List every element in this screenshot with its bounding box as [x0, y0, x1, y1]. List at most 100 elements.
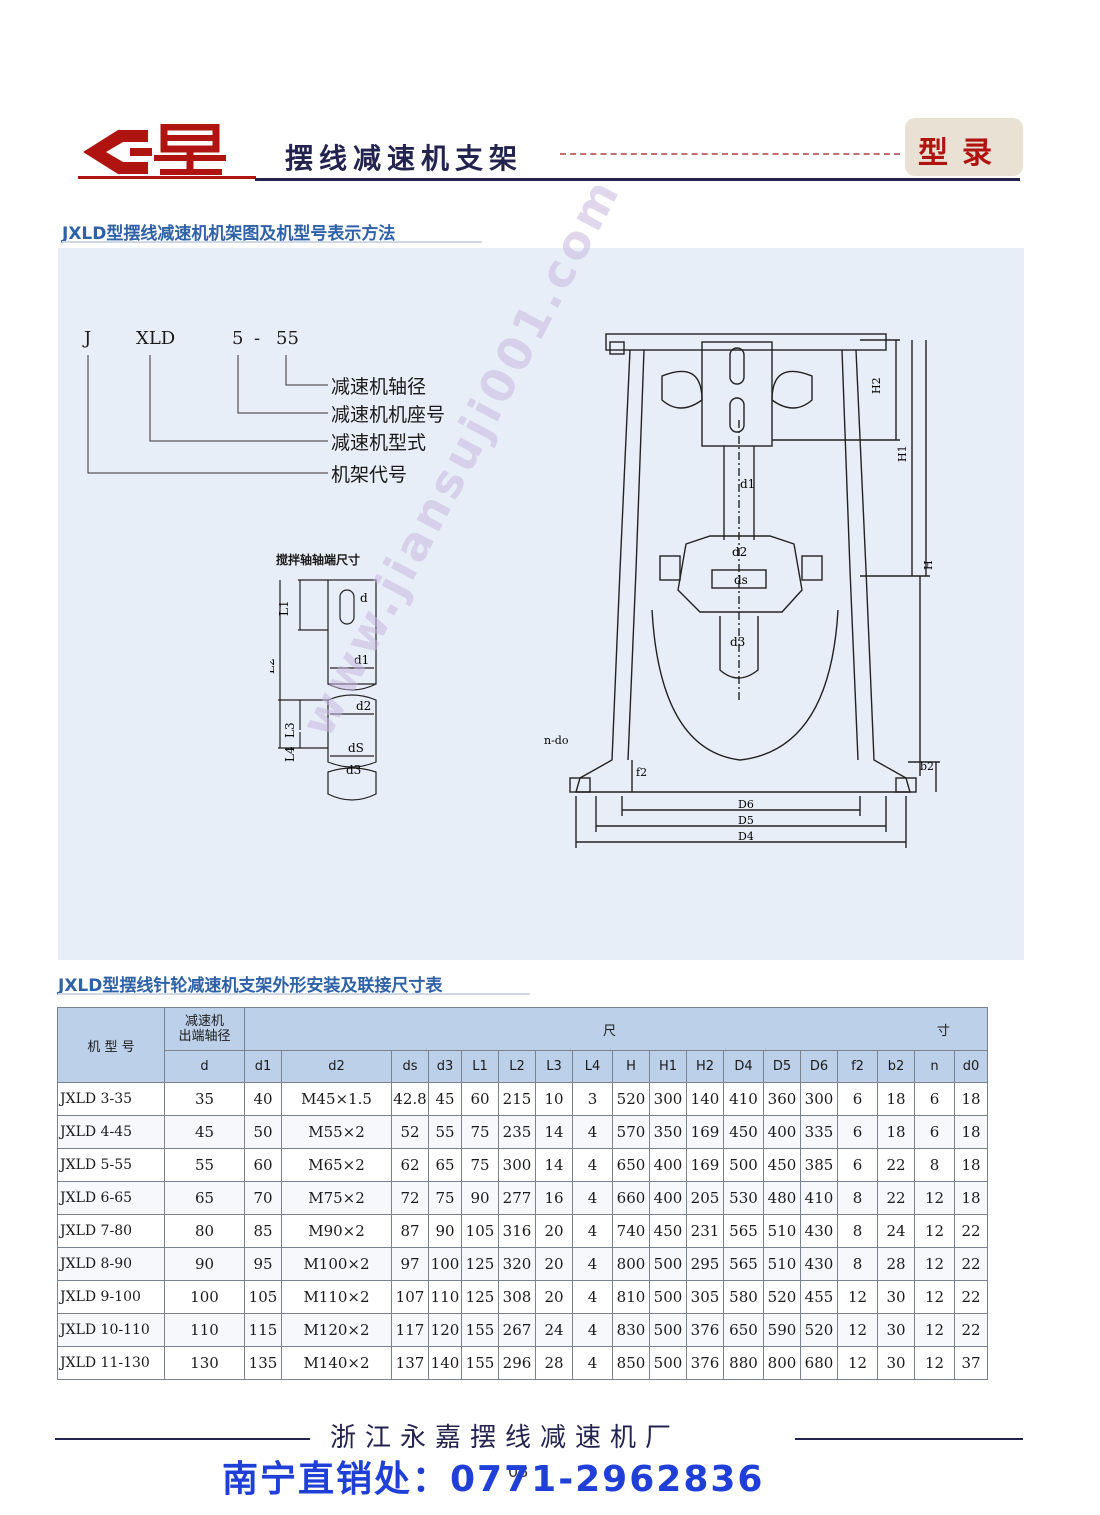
value-cell: 4	[572, 1214, 613, 1248]
shaft-label-d2: d2	[356, 699, 371, 713]
value-cell: 500	[649, 1346, 687, 1380]
value-cell: 20	[535, 1280, 573, 1314]
value-cell: 28	[535, 1346, 573, 1380]
value-cell: 16	[535, 1181, 573, 1215]
value-cell: 65	[164, 1181, 245, 1215]
header-dims-char2: 寸	[936, 1023, 950, 1039]
value-cell: 300	[498, 1148, 536, 1182]
value-cell: 70	[244, 1181, 282, 1215]
frame-section-diagram: H2 H1 H d1 d2 ds d3 n-do f2 b2 D6 D5 D4	[544, 333, 940, 848]
value-cell: 295	[686, 1247, 724, 1281]
value-cell: 350	[649, 1115, 687, 1149]
value-cell: 520	[763, 1280, 801, 1314]
column-header-L3: L3	[535, 1050, 573, 1083]
model-cell: JXLD 6-65	[57, 1181, 165, 1215]
value-cell: 12	[914, 1313, 955, 1347]
value-cell: 830	[612, 1313, 650, 1347]
code-label-type: 减速机型式	[331, 432, 427, 454]
value-cell: 52	[391, 1115, 429, 1149]
section-underline	[62, 241, 482, 243]
footer-rule-left	[55, 1438, 310, 1440]
value-cell: 90	[164, 1247, 245, 1281]
model-cell: JXLD 3-35	[57, 1082, 165, 1116]
shaft-label-d: d	[360, 591, 368, 605]
value-cell: 18	[954, 1115, 988, 1149]
code-part-seat: 5	[232, 328, 244, 349]
value-cell: 12	[914, 1247, 955, 1281]
value-cell: 8	[837, 1247, 878, 1281]
value-cell: M120×2	[281, 1313, 392, 1347]
code-part-frame: J	[84, 328, 92, 349]
value-cell: 22	[877, 1148, 915, 1182]
frame-label-d1: d1	[740, 477, 755, 491]
value-cell: 520	[612, 1082, 650, 1116]
value-cell: 45	[428, 1082, 462, 1116]
frame-label-D6: D6	[738, 798, 754, 811]
value-cell: 4	[572, 1148, 613, 1182]
value-cell: 320	[498, 1247, 536, 1281]
value-cell: 376	[686, 1313, 724, 1347]
value-cell: 6	[914, 1115, 955, 1149]
value-cell: M140×2	[281, 1346, 392, 1380]
value-cell: 12	[837, 1346, 878, 1380]
frame-label-d3: d3	[730, 635, 745, 649]
frame-label-D5: D5	[738, 814, 754, 827]
frame-label-d2: d2	[732, 545, 747, 559]
frame-label-H1: H1	[896, 445, 909, 462]
value-cell: 105	[244, 1280, 282, 1314]
code-label-seat: 减速机机座号	[331, 404, 446, 426]
value-cell: 4	[572, 1346, 613, 1380]
value-cell: 6	[837, 1082, 878, 1116]
column-header-D4: D4	[723, 1050, 764, 1083]
value-cell: 4	[572, 1313, 613, 1347]
value-cell: 450	[763, 1148, 801, 1182]
value-cell: 30	[877, 1313, 915, 1347]
value-cell: 87	[391, 1214, 429, 1248]
value-cell: 28	[877, 1247, 915, 1281]
catalog-label: 型录	[918, 136, 1006, 171]
value-cell: 450	[649, 1214, 687, 1248]
branch-contact: 南宁直销处：0771-2962836	[222, 1459, 765, 1500]
column-header-L4: L4	[572, 1050, 613, 1083]
value-cell: 400	[649, 1148, 687, 1182]
value-cell: 22	[877, 1181, 915, 1215]
value-cell: 80	[164, 1214, 245, 1248]
column-header-d0: d0	[954, 1050, 988, 1083]
column-header-ds: ds	[391, 1050, 429, 1083]
section-underline	[58, 993, 530, 995]
value-cell: 125	[461, 1280, 499, 1314]
value-cell: 500	[649, 1247, 687, 1281]
code-label-frame: 机架代号	[331, 464, 408, 486]
column-header-H2: H2	[686, 1050, 724, 1083]
value-cell: 90	[461, 1181, 499, 1215]
section-title-frame-diagram: JXLD型摆线减速机机架图及机型号表示方法	[62, 224, 396, 244]
value-cell: 650	[612, 1148, 650, 1182]
value-cell: 115	[244, 1313, 282, 1347]
value-cell: 140	[686, 1082, 724, 1116]
header-shaft: 减速机出端轴径	[164, 1007, 245, 1051]
value-cell: 120	[428, 1313, 462, 1347]
column-header-D5: D5	[763, 1050, 801, 1083]
value-cell: 385	[800, 1148, 838, 1182]
value-cell: 35	[164, 1082, 245, 1116]
value-cell: 4	[572, 1247, 613, 1281]
value-cell: 14	[535, 1115, 573, 1149]
column-header-d: d	[164, 1050, 245, 1083]
value-cell: 267	[498, 1313, 536, 1347]
code-part-type: XLD	[136, 328, 176, 349]
value-cell: 137	[391, 1346, 429, 1380]
column-header-b2: b2	[877, 1050, 915, 1083]
value-cell: 18	[954, 1148, 988, 1182]
value-cell: 6	[837, 1115, 878, 1149]
value-cell: 6	[837, 1148, 878, 1182]
code-part-dash: -	[254, 328, 261, 349]
column-header-d2: d2	[281, 1050, 392, 1083]
shaft-label-d1: d1	[354, 653, 369, 667]
value-cell: 8	[914, 1148, 955, 1182]
value-cell: 22	[954, 1247, 988, 1281]
column-header-d3: d3	[428, 1050, 462, 1083]
value-cell: M45×1.5	[281, 1082, 392, 1116]
